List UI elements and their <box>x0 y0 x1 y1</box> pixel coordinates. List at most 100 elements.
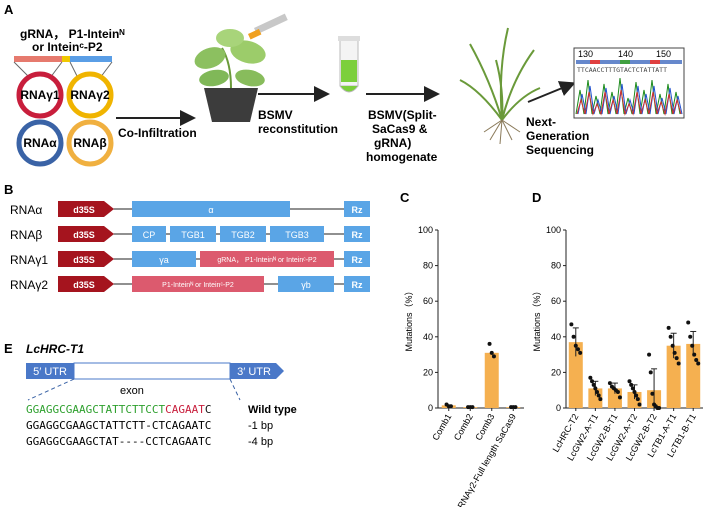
arrow-sequencing <box>527 81 576 103</box>
construct-label: RNAγ2 <box>10 278 48 292</box>
rna-gamma2-label: RNAγ2 <box>70 88 110 102</box>
seq-minus-1bp: GGAGGCGAAGCTATTCTT-CTCAGAATC <box>26 419 211 432</box>
gene-box <box>132 251 196 267</box>
gene-title: LcHRC-T1 <box>26 342 84 356</box>
ribozyme-label: Rz <box>352 280 363 290</box>
x-tick-label: Comb3 <box>473 412 496 442</box>
rna-alpha-plasmid <box>16 119 64 167</box>
data-point <box>573 343 578 348</box>
panel-b-label: B <box>4 182 13 197</box>
utr5-label: 5′ UTR <box>33 366 67 378</box>
chart-c: 020406080100Mutations（%）Comb1Comb2Comb3R… <box>404 225 524 507</box>
y-tick-label: 80 <box>551 261 561 271</box>
data-point <box>650 391 655 396</box>
promoter-label: d35S <box>73 205 95 215</box>
gene-box-label: γb <box>301 280 311 290</box>
label-minus-1bp: -1 bp <box>248 420 273 432</box>
data-point <box>590 379 595 384</box>
chromatogram-sequence: TTCAACCTTTGTACTCTATTATT <box>577 66 667 74</box>
data-point <box>630 386 635 391</box>
y-tick-label: 80 <box>423 261 433 271</box>
promoter-label: d35S <box>73 280 95 290</box>
data-point <box>596 393 601 398</box>
promoter-label: d35S <box>73 230 95 240</box>
data-point <box>657 406 662 410</box>
gene-box-label: TGB3 <box>285 230 309 240</box>
rna-gamma1-label: RNAγ1 <box>20 88 60 102</box>
y-tick-label: 40 <box>551 332 561 342</box>
data-point <box>595 389 600 394</box>
y-tick-label: 60 <box>551 296 561 306</box>
data-point <box>674 356 679 361</box>
data-point <box>578 350 583 355</box>
y-tick-label: 100 <box>546 225 561 235</box>
utr5-box <box>26 363 74 379</box>
step-co-infiltration: Co-Infiltration <box>118 126 197 140</box>
intein-bar <box>70 56 112 62</box>
chromatogram-tick: 130 <box>578 49 593 59</box>
data-point <box>513 405 518 410</box>
rna-alpha-label: RNAα <box>23 136 57 150</box>
grna-bar-mid <box>62 56 70 62</box>
data-point <box>607 381 612 386</box>
data-point <box>694 357 699 362</box>
y-tick-label: 100 <box>418 225 433 235</box>
ribozyme-box <box>344 201 370 217</box>
step-ngs-line3: Sequencing <box>526 143 594 157</box>
data-point <box>637 402 642 407</box>
data-point <box>635 397 640 402</box>
ribozyme-label: Rz <box>352 230 363 240</box>
step-bsmv-line2: reconstitution <box>258 122 338 136</box>
construct-label: RNAα <box>10 203 42 217</box>
step-homogenate-line1: BSMV(Split- <box>368 108 437 122</box>
promoter-arrow <box>58 226 114 242</box>
construct-row-gamma1: RNAγ1 d35S γa gRNA， P1-Inteinᴺ or Intein… <box>10 251 370 267</box>
panel-a-label: A <box>4 2 14 17</box>
y-tick-label: 20 <box>423 367 433 377</box>
step-homogenate: BSMV(Split- SaCas9 & gRNA) homogenate <box>366 108 438 164</box>
insert-box <box>132 276 264 292</box>
step-ngs-line1: Next- <box>526 115 556 129</box>
data-point <box>634 393 639 398</box>
seq-minus-4bp: GGAGGCGAAGCTAT----CCTCAGAATC <box>26 435 211 448</box>
utr3-arrow <box>230 363 284 379</box>
step-homogenate-line4: homogenate <box>366 150 438 164</box>
chromatogram: 130 140 150 TTCAACCTTTGTACTCTATTATT <box>573 47 685 119</box>
promoter-arrow <box>58 276 114 292</box>
construct-label: RNAβ <box>10 228 42 242</box>
step-ngs-line2: Generation <box>526 129 589 143</box>
panel-c-label: C <box>400 190 410 205</box>
data-point <box>668 334 673 339</box>
ribozyme-box <box>344 276 370 292</box>
panel-a-header-line1: gRNA， P1-Inteinᴺ <box>20 27 125 41</box>
bar <box>568 342 583 408</box>
utr3-label: 3′ UTR <box>237 366 271 378</box>
y-axis-label: Mutations（%） <box>404 286 414 351</box>
data-point <box>696 361 701 366</box>
seq-wt-pam: CAGAAT <box>165 403 205 416</box>
panel-d-label: D <box>532 190 541 205</box>
data-point <box>632 389 637 394</box>
data-point <box>688 334 693 339</box>
step-bsmv-line1: BSMV <box>258 108 293 122</box>
gene-box <box>220 226 266 242</box>
construct-row-alpha: RNAα d35S α Rz <box>10 201 370 217</box>
connector-line <box>69 61 79 79</box>
data-point <box>593 386 598 391</box>
gene-box-label: γa <box>159 255 169 265</box>
y-tick-label: 20 <box>551 367 561 377</box>
data-point <box>491 354 496 359</box>
insert-box-label: gRNA， P1-Inteinᴺ or Inteinᶜ-P2 <box>217 257 316 264</box>
gene-box <box>132 201 290 217</box>
zoom-line-left <box>27 378 75 401</box>
gene-box <box>270 226 324 242</box>
gene-box-label: TGB1 <box>181 230 205 240</box>
plant-pot-illustration <box>194 13 288 122</box>
chromatogram-tick: 150 <box>656 49 671 59</box>
panel-e-label: E <box>4 341 13 356</box>
exon-box <box>73 362 231 380</box>
y-tick-label: 0 <box>428 403 433 413</box>
seq-wt-green: GGAGGCGAAGCTATTCTTCCT <box>26 403 165 416</box>
data-point <box>470 405 475 410</box>
